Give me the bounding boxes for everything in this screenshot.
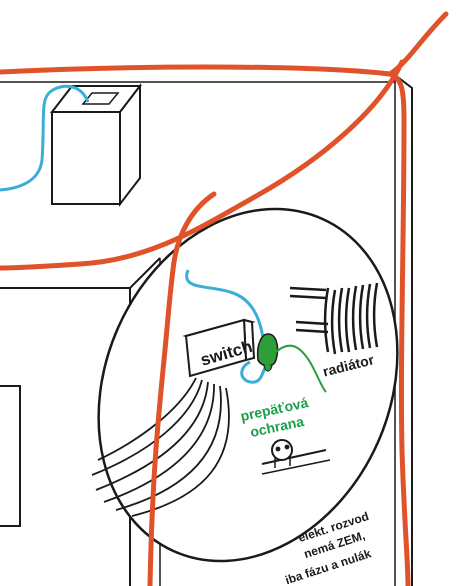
switch-box: switch [182, 318, 256, 378]
wall-socket-icon [261, 439, 331, 475]
blue-cable-box [0, 84, 90, 192]
orange-cables [0, 11, 449, 586]
surge-protector-icon [256, 333, 327, 393]
drive-bay [0, 385, 21, 527]
radiator-icon [289, 282, 379, 355]
device-box [49, 83, 143, 207]
blue-cable-switch [185, 269, 268, 384]
magnified-view: switch prepäťová ochrana radiátor [91, 207, 399, 586]
